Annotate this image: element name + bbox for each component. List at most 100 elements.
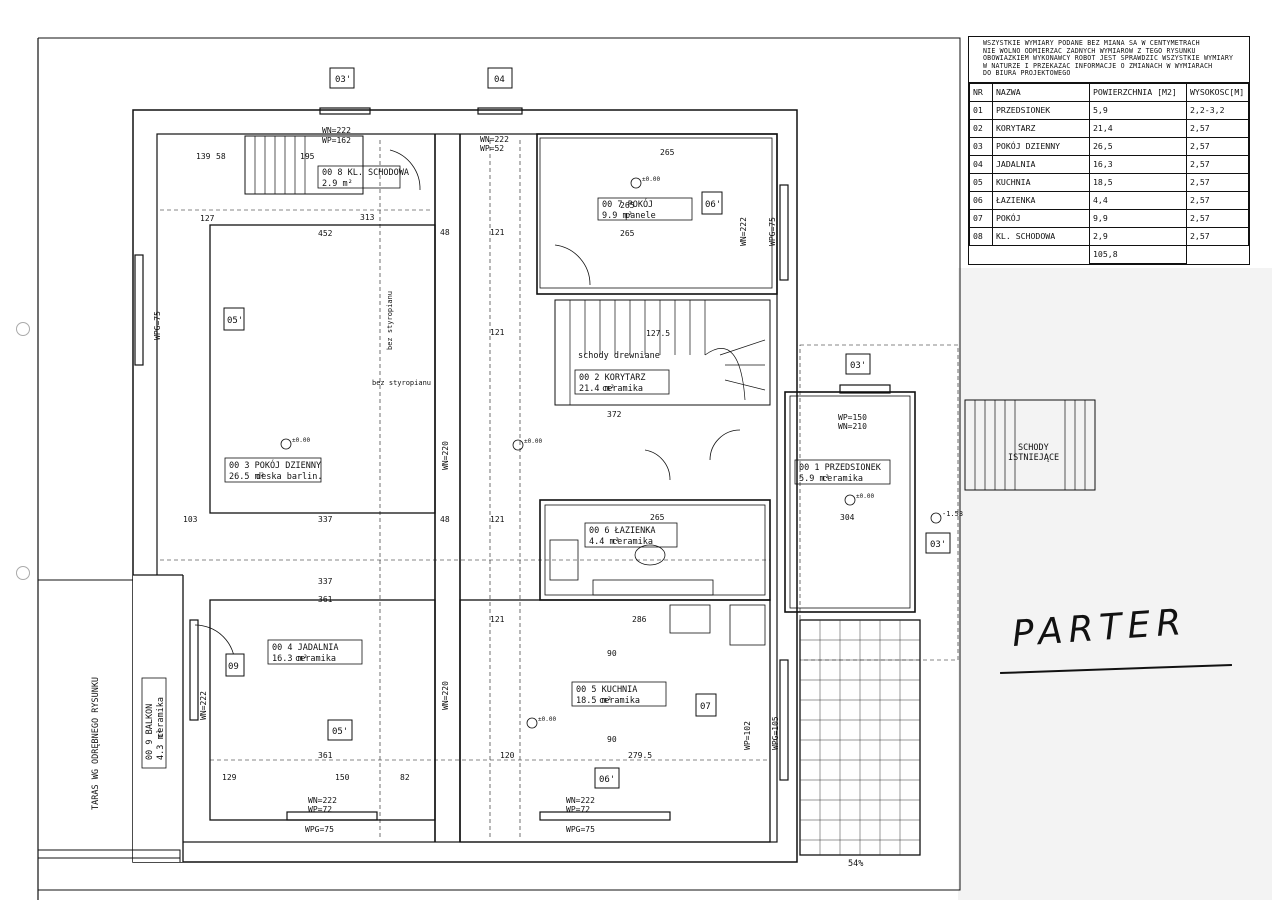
- legend-table: WSZYSTKIE WYMIARY PODANE BEZ MIANA SA W …: [968, 36, 1250, 265]
- svg-text:150: 150: [335, 773, 350, 782]
- svg-text:361: 361: [318, 751, 333, 760]
- window-tag: 03': [845, 353, 871, 375]
- svg-text:07: 07: [700, 702, 711, 712]
- svg-text:09: 09: [228, 662, 239, 672]
- svg-text:48: 48: [440, 515, 450, 524]
- svg-text:90: 90: [607, 649, 617, 658]
- svg-text:06': 06': [705, 200, 721, 210]
- svg-text:06': 06': [599, 775, 615, 785]
- stairs-existing-label-2: ISTNIEJĄCE: [1008, 453, 1059, 463]
- svg-text:127.5: 127.5: [646, 329, 670, 338]
- opening-wn: WN=222: [322, 126, 351, 135]
- room-area: 9.9 m²: [602, 211, 633, 221]
- no-styro-label: bez styropianu: [372, 379, 431, 387]
- svg-text:±0.00: ±0.00: [524, 438, 542, 445]
- room-area: 18.5 m²: [576, 696, 612, 706]
- svg-text:195: 195: [300, 152, 315, 161]
- window-tag: 06': [701, 191, 723, 215]
- svg-text:279.5: 279.5: [628, 751, 652, 760]
- room-floor: ceramika: [156, 697, 166, 738]
- svg-text:05': 05': [227, 316, 243, 326]
- svg-text:58: 58: [216, 152, 226, 161]
- col-nr: NR: [969, 82, 993, 102]
- window-tag: 06': [594, 767, 620, 789]
- room-area: 2.9 m²: [322, 179, 353, 189]
- punch-hole: [16, 322, 30, 336]
- room-schedule: NR NAZWA POWIERZCHNIA [M2] WYSOKOSC[M] 0…: [969, 82, 1249, 264]
- opening-wn: WN=210: [838, 422, 867, 431]
- outer-wall: [132, 109, 798, 863]
- room-floor: deska barlin.: [256, 472, 323, 482]
- svg-text:139: 139: [196, 152, 211, 161]
- opening-wp: WP=150: [838, 413, 867, 422]
- room-area: 16.3 m²: [272, 654, 308, 664]
- level-marker: ±0.00: [280, 437, 310, 450]
- room-name: 00 1 PRZEDSIONEK: [799, 463, 882, 473]
- room-floor: ceramika: [602, 384, 643, 394]
- svg-text:265: 265: [660, 148, 675, 157]
- svg-text:265: 265: [620, 201, 635, 210]
- room-label-przedsionek: 00 1 PRZEDSIONEK 5.9 m² ceramika: [794, 459, 891, 485]
- paper-shadow: [958, 268, 1272, 900]
- svg-text:03': 03': [930, 540, 946, 550]
- svg-text:313: 313: [360, 213, 375, 222]
- room-area: 4.3 m²: [156, 729, 166, 760]
- room-name: 00 9 BALKON: [145, 704, 155, 760]
- svg-text:82: 82: [400, 773, 410, 782]
- opening-wn: WN=222: [739, 217, 748, 246]
- note-line: WSZYSTKIE WYMIARY PODANE BEZ MIANA SA W …: [983, 39, 1200, 47]
- terrace-label: TARAS WG ODRĘBNEGO RYSUNKU: [91, 677, 101, 810]
- room-name: 00 3 POKÓJ DZIENNY: [229, 459, 321, 471]
- level-marker: ±0.00: [512, 438, 542, 451]
- svg-text:±0.00: ±0.00: [856, 493, 874, 500]
- opening-wpg: WPG=75: [566, 825, 595, 834]
- slope-label: 54%: [848, 859, 863, 869]
- room-area: 26.5 m²: [229, 472, 265, 482]
- col-name: NAZWA: [992, 82, 1090, 102]
- window-tag: 04: [487, 67, 513, 89]
- svg-text:04: 04: [494, 75, 505, 85]
- svg-text:05': 05': [332, 727, 348, 737]
- svg-text:286: 286: [632, 615, 647, 624]
- svg-text:265: 265: [650, 513, 665, 522]
- total-area: 105,8: [1089, 244, 1187, 264]
- room-floor: ceramika: [612, 537, 653, 547]
- svg-text:±0.00: ±0.00: [538, 716, 556, 723]
- opening-wpg: WPG=75: [305, 825, 334, 834]
- level-marker: [930, 512, 942, 524]
- svg-text:452: 452: [318, 229, 333, 238]
- svg-text:103: 103: [183, 515, 198, 524]
- opening-wp: WP=162: [322, 136, 351, 145]
- legend-note: WSZYSTKIE WYMIARY PODANE BEZ MIANA SA W …: [969, 37, 1249, 83]
- svg-text:337: 337: [318, 515, 333, 524]
- room-name: 00 4 JADALNIA: [272, 643, 339, 653]
- opening-wn: WN=222: [480, 135, 509, 144]
- sheet-frame: [38, 37, 961, 891]
- inner-wall: [156, 133, 778, 843]
- window-tag: 05': [327, 719, 353, 741]
- room-label-jadalnia: 00 4 JADALNIA 16.3 m² ceramika: [267, 639, 363, 665]
- room-label-korytarz: 00 2 KORYTARZ 21.4 m² ceramika: [574, 369, 670, 395]
- room-floor: panele: [625, 211, 656, 221]
- opening-wp: WP=72: [566, 805, 590, 814]
- svg-text:121: 121: [490, 228, 505, 237]
- room-label-balkon: 00 9 BALKON 4.3 m² ceramika: [141, 677, 167, 769]
- opening-wn: WN=220: [441, 441, 450, 470]
- svg-text:372: 372: [607, 410, 622, 419]
- opening-wpg: WPG=105: [771, 716, 780, 750]
- svg-text:121: 121: [490, 328, 505, 337]
- svg-text:337: 337: [318, 577, 333, 586]
- svg-text:90: 90: [607, 735, 617, 744]
- opening-wn: WN=222: [566, 796, 595, 805]
- window-tag: 03': [329, 67, 355, 89]
- room-name: 00 8 KL. SCHODOWA: [322, 168, 409, 178]
- level-marker: ±0.00: [630, 176, 660, 189]
- svg-text:121: 121: [490, 615, 505, 624]
